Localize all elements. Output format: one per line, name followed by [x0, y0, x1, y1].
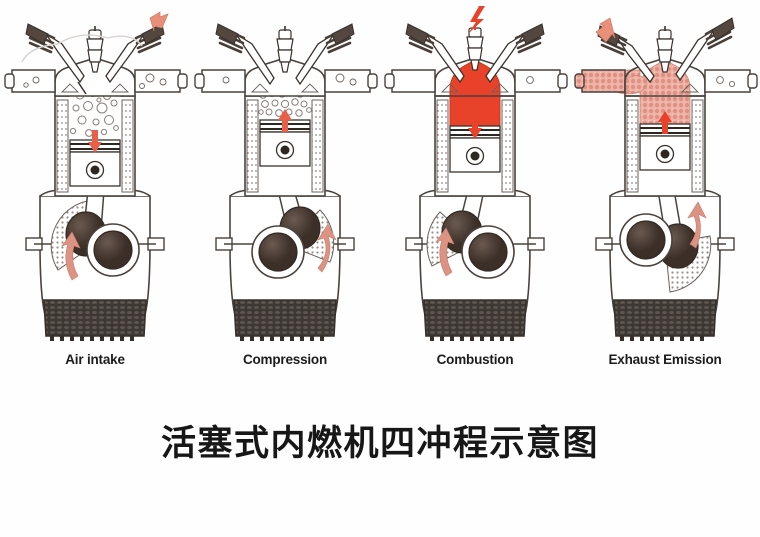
- wrist-pin: [470, 151, 480, 161]
- intake-rocker-arm: [675, 29, 715, 82]
- exhaust-valve-retainer: [521, 23, 545, 45]
- water-jacket-right: [691, 99, 704, 193]
- engine-cutaway-compression: [194, 23, 378, 341]
- intake-pipe-flange: [384, 73, 395, 89]
- water-jacket-left: [436, 99, 449, 193]
- water-jacket-right: [311, 99, 324, 193]
- cooling-fins: [430, 336, 514, 341]
- stage-label-combustion: Combustion: [436, 352, 514, 367]
- intake-pipe-flange: [194, 73, 205, 89]
- crankshaft-journal: [468, 232, 508, 272]
- stage-label-compression: Compression: [242, 352, 328, 367]
- exhaust-rocker-arm: [485, 33, 525, 84]
- intake-valve-assembly: [675, 17, 735, 82]
- exhaust-rocker-arm: [615, 35, 655, 84]
- crank-rotation-arrow: [687, 201, 707, 249]
- intake-valve-assembly: [25, 23, 87, 95]
- oil-sump: [233, 299, 337, 337]
- oil-sump: [43, 299, 147, 337]
- water-jacket-right: [501, 99, 514, 193]
- wrist-pin: [90, 165, 100, 175]
- cooling-fins: [240, 336, 324, 341]
- wrist-pin: [280, 145, 290, 155]
- exhaust-arrow-out: [595, 17, 616, 43]
- exhaust-port: [324, 69, 371, 93]
- water-jacket-left: [626, 99, 639, 193]
- intake-arrow-down: [149, 11, 169, 32]
- water-jacket-left: [56, 99, 69, 193]
- intake-port: [391, 69, 436, 93]
- oil-sump: [423, 299, 527, 337]
- stage-label-air-intake: Air intake: [65, 352, 125, 367]
- exhaust-valve-assembly: [485, 23, 545, 84]
- engine-cutaway-combustion: [384, 6, 568, 341]
- exhaust-gas-transition: [624, 75, 647, 93]
- crankshaft-journal: [626, 220, 666, 260]
- intake-pipe-flange: [4, 73, 15, 89]
- intake-valve-retainer: [405, 23, 429, 45]
- head-casting-detail: [222, 73, 357, 93]
- intake-valve-retainer: [25, 23, 49, 45]
- exhaust-flow-arrow-up: [658, 111, 672, 134]
- stage-combustion: Combustion: [380, 0, 570, 390]
- cooling-fins: [50, 336, 134, 341]
- exhaust-valve-retainer: [331, 23, 355, 45]
- head-casting-detail: [23, 73, 167, 93]
- exhaust-pipe-flange: [177, 73, 188, 89]
- crank-rotation-arrow: [317, 223, 337, 273]
- crankshaft-journal: [258, 232, 298, 272]
- stage-air-intake: Air intake: [0, 0, 190, 390]
- engine-cutaway-air-intake: [4, 11, 188, 341]
- intake-flow-arrow-down: [88, 130, 102, 153]
- intake-rocker-arm: [45, 33, 85, 84]
- spark-plug: [86, 26, 104, 73]
- head-casting-detail: [440, 76, 534, 93]
- exhaust-port: [514, 69, 561, 93]
- intake-pipe-flange: [747, 73, 758, 89]
- intake-valve-assembly: [405, 23, 465, 84]
- exhaust-valve-retainer: [141, 23, 165, 45]
- spark-plug: [656, 26, 674, 73]
- wrist-pin: [660, 149, 670, 159]
- exhaust-port: [134, 69, 181, 93]
- exhaust-pipe-flange: [557, 73, 568, 89]
- intake-rocker-arm: [235, 33, 275, 86]
- power-flow-arrow-down: [468, 116, 482, 139]
- exhaust-pipe-flange: [574, 73, 585, 89]
- crankshaft-journal: [93, 230, 133, 270]
- crank-rotation-arrow: [61, 231, 81, 281]
- head-casting-detail: [680, 76, 736, 93]
- intake-valve-retainer: [215, 23, 239, 45]
- intake-valve-assembly: [215, 23, 275, 86]
- exhaust-rocker-arm: [295, 33, 335, 86]
- exhaust-valve-assembly: [295, 23, 355, 86]
- intake-port-closed: [704, 69, 751, 93]
- intake-valve-stem: [77, 81, 87, 95]
- oil-sump: [613, 299, 717, 337]
- stage-compression: Compression: [190, 0, 380, 390]
- cooling-fins: [620, 336, 704, 341]
- page-title: 活塞式内燃机四冲程示意图: [160, 424, 599, 464]
- exhaust-pipe-flange: [367, 73, 378, 89]
- head-cover-outline: [21, 34, 143, 63]
- water-jacket-left: [246, 99, 259, 193]
- exhaust-rocker-arm: [105, 33, 145, 84]
- intake-valve-retainer: [711, 17, 735, 41]
- engine-cutaway-exhaust: [574, 17, 758, 341]
- water-jacket-right: [121, 99, 134, 193]
- stage-exhaust-emission: Exhaust Emission: [570, 0, 760, 390]
- spark-plug: [276, 26, 294, 73]
- stage-label-exhaust-emission: Exhaust Emission: [608, 352, 722, 367]
- intake-rocker-arm: [425, 33, 465, 84]
- spark-lightning-icon: [468, 6, 485, 34]
- crank-rotation-arrow: [435, 227, 455, 277]
- compression-flow-arrow-up: [278, 109, 292, 132]
